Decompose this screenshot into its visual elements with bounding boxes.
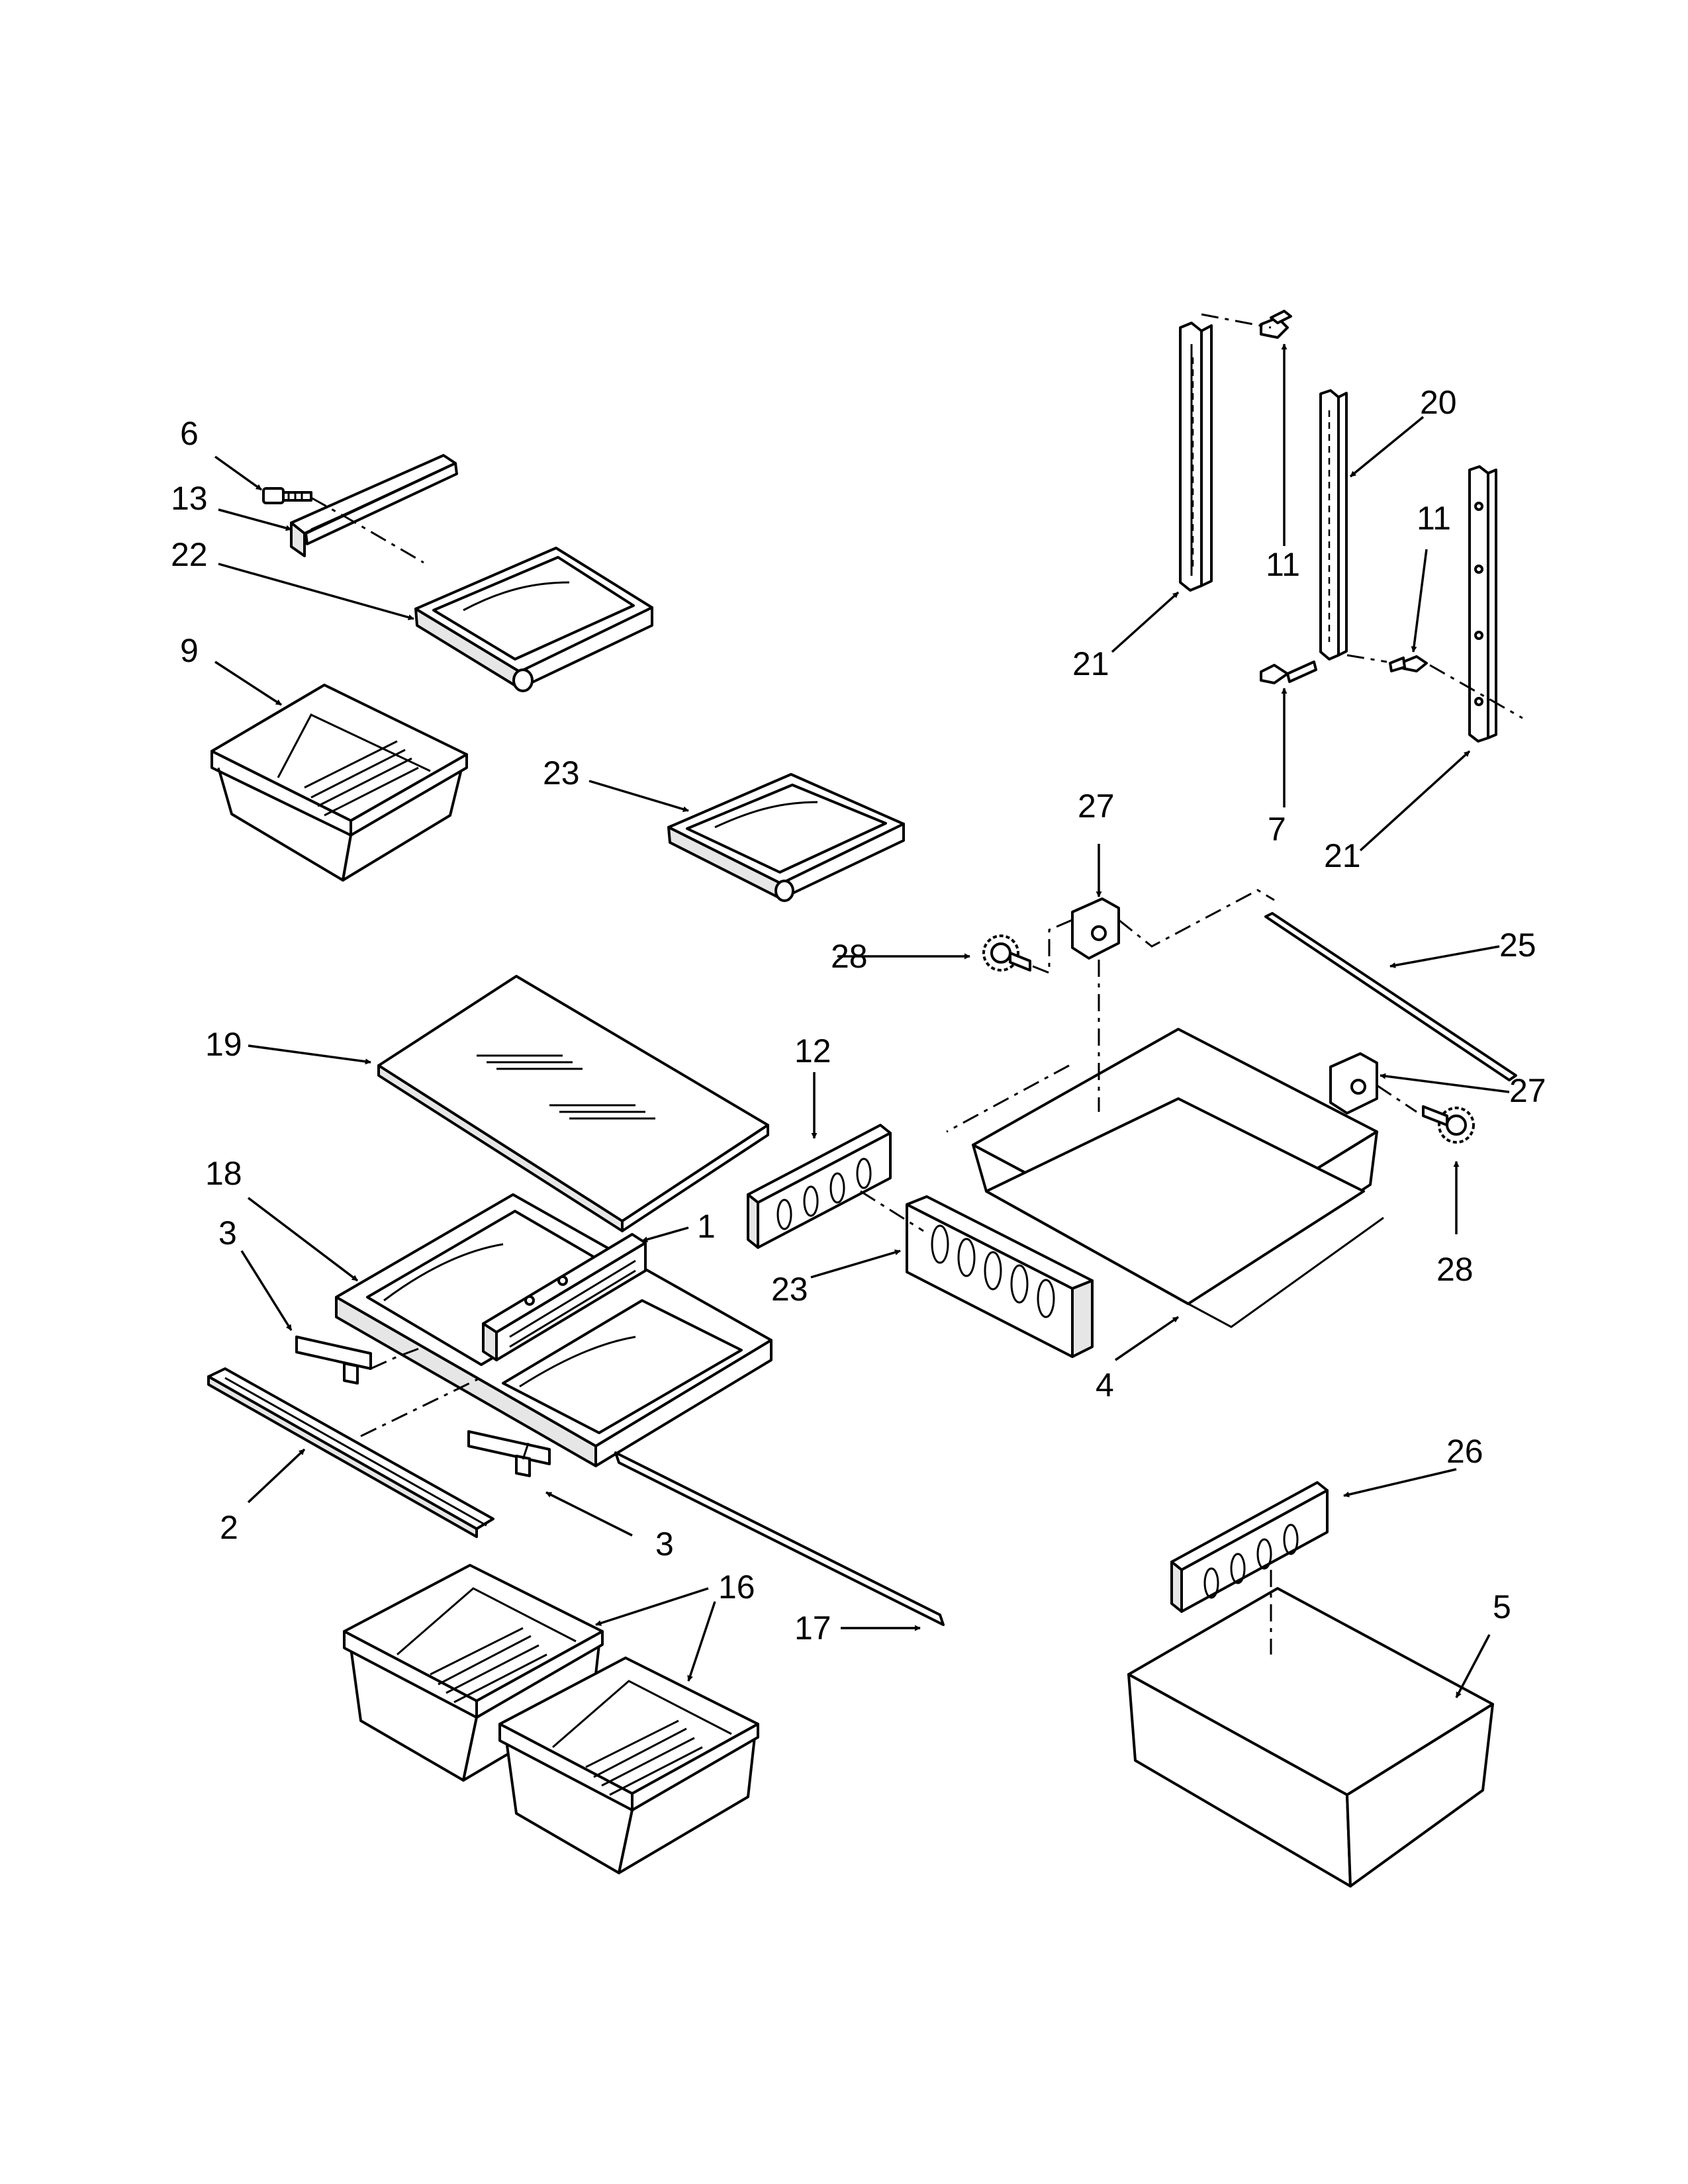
callout-23-upper: 22 [171, 536, 208, 573]
part-7-screw [1260, 660, 1317, 684]
part-25-divider [906, 1195, 1094, 1358]
callout-28-upper: 28 [831, 938, 868, 975]
part-5-wire-basket [1127, 1587, 1494, 1888]
part-28-gear-lower [1422, 1105, 1475, 1144]
callout-19: 19 [205, 1026, 242, 1063]
part-26-rod [1264, 912, 1517, 1081]
callout-7: 7 [1268, 811, 1286, 848]
part-3-clip-lower [467, 1430, 551, 1477]
callout-23-lower: 23 [543, 754, 580, 792]
callout-2: 2 [220, 1509, 238, 1546]
callout-3-lower: 3 [655, 1525, 674, 1563]
part-12-divider [747, 1124, 892, 1249]
part-20-rail-center [1319, 389, 1348, 660]
callout-12: 12 [794, 1032, 831, 1069]
part-13-slide-rail [290, 454, 458, 557]
part-9-crisper-bin [211, 684, 468, 882]
callout-26: 25 [1499, 927, 1536, 964]
part-11-screw-right [1389, 655, 1428, 672]
part-21-rail-right [1468, 465, 1497, 743]
callout-21-lower: 21 [1324, 837, 1361, 874]
part-21-rail-left [1179, 322, 1213, 592]
part-23-shelf-frame-lower [667, 773, 905, 902]
callout-25: 23 [771, 1271, 808, 1308]
callout-6: 6 [180, 415, 199, 452]
part-1-center-slide [482, 1233, 647, 1361]
callout-11-right: 11 [1417, 500, 1451, 537]
callout-4: 4 [1096, 1367, 1114, 1404]
part-3-clip-upper [295, 1336, 372, 1385]
part-6-screw [262, 487, 312, 504]
part-19-glass-shelf [377, 975, 769, 1232]
callout-20: 20 [1420, 384, 1457, 421]
part-23-shelf-frame-upper [414, 547, 653, 692]
callout-22: 26 [1446, 1433, 1483, 1470]
part-27-bracket-lower [1329, 1052, 1378, 1115]
callout-27-lower: 27 [1509, 1072, 1546, 1109]
part-22-divider [1170, 1481, 1329, 1613]
callout-5: 5 [1493, 1588, 1511, 1625]
part-17-rod [614, 1451, 945, 1626]
callout-18: 18 [205, 1155, 242, 1192]
part-27-bracket-upper [1071, 897, 1120, 960]
callout-9: 9 [180, 632, 199, 669]
callout-11-upper: 11 [1266, 546, 1300, 583]
callout-1: 1 [697, 1208, 716, 1245]
leader-lines [214, 343, 1510, 1698]
part-2-cover-trim [207, 1367, 494, 1538]
callout-28-lower: 28 [1436, 1251, 1474, 1288]
callout-13: 13 [171, 480, 208, 517]
part-4-wire-basket [972, 1028, 1384, 1328]
part-11-screw-top [1260, 310, 1292, 339]
callout-21-upper: 21 [1072, 645, 1109, 682]
callout-17: 17 [794, 1610, 831, 1647]
part-16-crisper-bin-right [498, 1657, 759, 1874]
callout-3-upper: 3 [218, 1214, 237, 1251]
callout-16: 16 [718, 1569, 755, 1606]
callout-labels: 6 13 22 9 23 19 18 3 1 2 3 16 17 12 23 4… [171, 384, 1546, 1647]
part-28-gear-upper [982, 934, 1031, 972]
callout-27-upper: 27 [1078, 788, 1115, 825]
